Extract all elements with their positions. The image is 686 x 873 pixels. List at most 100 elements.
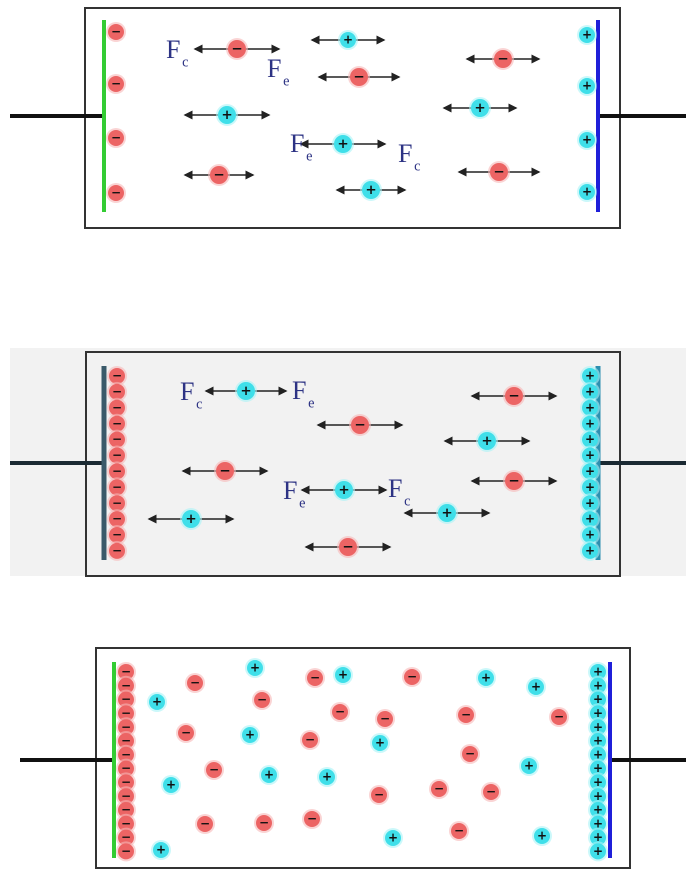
plus-sign: + — [537, 829, 547, 843]
minus-sign: − — [219, 463, 230, 479]
anion: − — [449, 821, 469, 841]
anode-cation: + — [588, 827, 608, 848]
cathode-anion: − — [106, 128, 126, 148]
cathode-anion: − — [107, 509, 127, 530]
cathode-anion: − — [116, 813, 136, 834]
anion: − — [375, 709, 395, 729]
moving-anion: − — [337, 536, 359, 558]
plus-sign: + — [593, 775, 603, 789]
anode-cation: + — [588, 744, 608, 765]
svg-text:F: F — [180, 377, 194, 406]
plus-sign: + — [481, 671, 491, 685]
plus-sign: + — [585, 432, 595, 446]
minus-sign: − — [112, 385, 122, 399]
cathode-anion: − — [116, 800, 136, 820]
anode-cation: + — [580, 525, 600, 545]
plus-sign: + — [585, 544, 595, 558]
moving-anion: − — [226, 38, 248, 60]
minus-sign: − — [112, 480, 122, 494]
minus-sign: − — [121, 803, 131, 817]
minus-sign: − — [497, 51, 508, 67]
plus-sign: + — [388, 831, 398, 845]
anode-cation: + — [580, 413, 600, 434]
minus-sign: − — [374, 788, 384, 802]
anode-cation: + — [580, 509, 600, 530]
minus-sign: − — [121, 720, 131, 734]
plus-sign: + — [322, 770, 332, 784]
anode-cation: + — [588, 662, 608, 682]
anion: − — [481, 782, 501, 802]
minus-sign: − — [353, 69, 364, 85]
minus-sign: − — [111, 186, 121, 200]
svg-text:F: F — [388, 474, 402, 503]
cathode-anion: − — [107, 525, 127, 545]
anode-cation: + — [580, 429, 600, 450]
minus-sign: − — [307, 812, 317, 826]
minus-sign: − — [493, 164, 504, 180]
anode-cation: + — [580, 461, 600, 482]
plus-sign: + — [585, 416, 595, 430]
moving-anion: − — [349, 414, 371, 436]
cathode-anion: − — [116, 786, 136, 807]
anion: − — [300, 730, 320, 750]
anode-cation: + — [580, 397, 600, 418]
moving-anion: − — [492, 48, 514, 70]
anion: − — [204, 760, 224, 780]
moving-cation: + — [216, 104, 238, 126]
minus-sign: − — [190, 676, 200, 690]
plus-sign: + — [593, 706, 603, 720]
plus-sign: + — [245, 728, 255, 742]
anion: − — [254, 813, 274, 833]
plus-sign: + — [166, 778, 176, 792]
cathode-anion: − — [116, 827, 136, 848]
plus-sign: + — [156, 843, 166, 857]
cathode-anion: − — [116, 758, 136, 779]
anode-cation: + — [580, 366, 600, 386]
cathode-anion: − — [107, 429, 127, 450]
cation: + — [370, 733, 390, 753]
anion: − — [302, 809, 322, 829]
cation: + — [147, 692, 167, 712]
anode-cation: + — [580, 445, 600, 466]
plus-sign: + — [593, 844, 603, 858]
minus-sign: − — [231, 41, 242, 57]
minus-sign: − — [112, 400, 122, 414]
minus-sign: − — [121, 816, 131, 830]
moving-anion: − — [208, 164, 230, 186]
minus-sign: − — [213, 167, 224, 183]
plus-sign: + — [365, 182, 376, 198]
moving-cation: + — [338, 30, 358, 50]
plus-sign: + — [593, 734, 603, 748]
plus-sign: + — [593, 720, 603, 734]
cathode-anion: − — [116, 731, 136, 751]
anode-cation: + — [577, 182, 597, 202]
cathode-anion: − — [116, 772, 136, 793]
anode-cation: + — [577, 130, 597, 150]
plus-sign: + — [524, 759, 534, 773]
plus-sign: + — [593, 692, 603, 706]
svg-text:F: F — [398, 139, 412, 168]
plus-sign: + — [481, 433, 492, 449]
moving-cation: + — [332, 133, 354, 155]
anion: − — [185, 673, 205, 693]
minus-sign: − — [508, 388, 519, 404]
minus-sign: − — [508, 473, 519, 489]
cathode-anion: − — [116, 662, 136, 682]
minus-sign: − — [121, 747, 131, 761]
minus-sign: − — [121, 665, 131, 679]
cathode-anion: − — [107, 445, 127, 466]
svg-text:F: F — [166, 35, 180, 64]
minus-sign: − — [305, 733, 315, 747]
minus-sign: − — [112, 512, 122, 526]
plus-sign: + — [585, 528, 595, 542]
plus-sign: + — [585, 448, 595, 462]
anode-cation: + — [588, 689, 608, 710]
moving-cation: + — [235, 380, 257, 402]
minus-sign: − — [310, 671, 320, 685]
plus-sign: + — [593, 665, 603, 679]
moving-cation: + — [469, 97, 491, 119]
